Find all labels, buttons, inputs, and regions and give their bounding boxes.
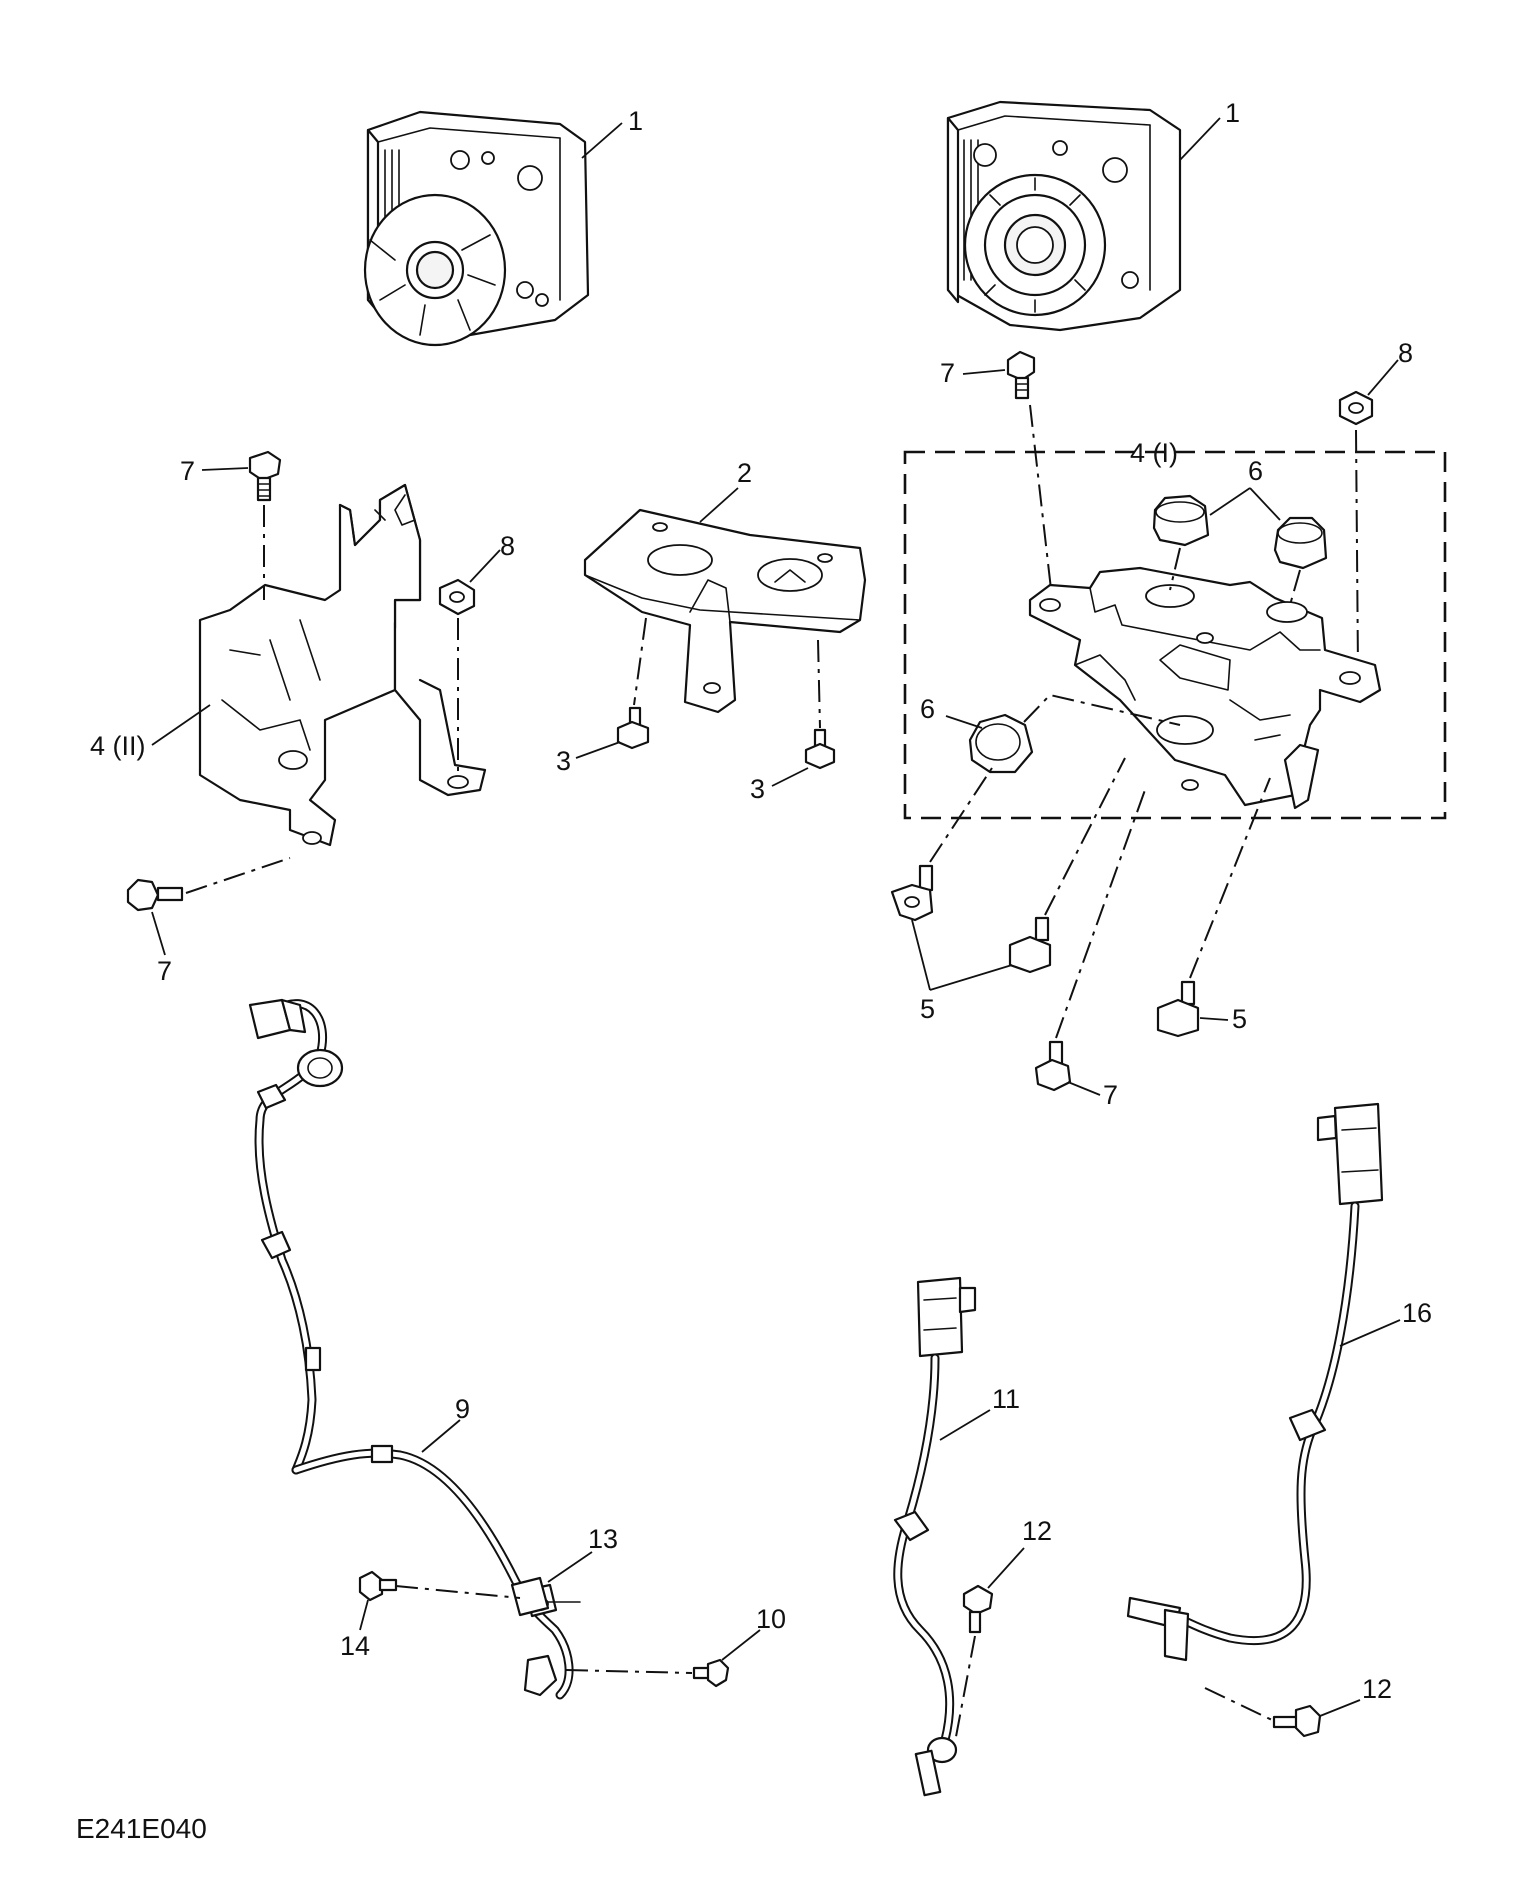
bush-6-top-right [1273, 516, 1328, 570]
callout-16: 16 [1402, 1298, 1432, 1328]
callout-4-ii: 4 (II) [90, 731, 146, 761]
bush-6-left [968, 713, 1034, 774]
callout-8-right: 8 [1398, 338, 1413, 368]
leader-9 [421, 1419, 461, 1453]
leader-12-right [1319, 1699, 1361, 1717]
leader-6-top-a [1209, 487, 1251, 516]
bolt-14 [358, 1570, 398, 1602]
bush-6-top-left [1152, 494, 1210, 547]
dash-12-right [1204, 1687, 1273, 1721]
dash-6-a [1169, 547, 1181, 591]
callout-12-right: 12 [1362, 1674, 1392, 1704]
dash-14 [395, 1585, 521, 1599]
callout-8-left: 8 [500, 531, 515, 561]
callout-7-b: 7 [157, 956, 172, 986]
bolt-7-b [126, 878, 184, 912]
dash-7-d [1055, 789, 1146, 1039]
callout-11: 11 [992, 1384, 1020, 1414]
stud-5-a [890, 864, 934, 922]
callout-14: 14 [340, 1631, 370, 1661]
leader-3-left [575, 741, 621, 759]
bolt-7-a [248, 450, 282, 502]
dash-7-c [1029, 404, 1053, 599]
bolt-12-right [1272, 1704, 1322, 1738]
stud-5-b [1008, 916, 1052, 974]
sensor-11 [893, 1276, 977, 1797]
leader-1-left [581, 122, 623, 159]
dash-3-right [817, 639, 821, 729]
leader-11 [939, 1409, 991, 1441]
bracket-4-i [1028, 566, 1382, 810]
callout-1-right: 1 [1225, 98, 1240, 128]
leader-10 [721, 1629, 761, 1661]
callout-7-a: 7 [180, 456, 195, 486]
leader-6-top-b [1249, 487, 1281, 521]
dash-6-left [1023, 693, 1181, 726]
leader-5-right [1199, 1017, 1229, 1021]
leader-12-middle [987, 1547, 1025, 1589]
leader-1-right [1179, 117, 1221, 161]
leader-14 [359, 1599, 369, 1631]
callout-5-left: 5 [920, 994, 935, 1024]
callout-2: 2 [737, 458, 752, 488]
callout-1-left: 1 [628, 106, 643, 136]
dash-10 [565, 1669, 693, 1674]
bolt-12-middle [962, 1584, 994, 1634]
bolt-3-right [804, 728, 836, 770]
leader-8-right [1367, 359, 1399, 396]
callout-6-top: 6 [1248, 456, 1263, 486]
callout-10: 10 [756, 1604, 786, 1634]
callout-3-right: 3 [750, 774, 765, 804]
callout-3-left: 3 [556, 746, 571, 776]
leader-6-left [945, 715, 983, 729]
leader-16 [1339, 1319, 1401, 1347]
callout-7-c: 7 [940, 358, 955, 388]
callout-4-i: 4 (I) [1130, 438, 1178, 468]
callout-5-right: 5 [1232, 1004, 1247, 1034]
bracket-13 [510, 1576, 581, 1617]
dash-5-c [1189, 777, 1271, 979]
leader-13 [547, 1551, 593, 1583]
nut-8-left [438, 578, 476, 616]
dash-5-a [929, 767, 993, 863]
callout-9: 9 [455, 1394, 470, 1424]
leader-8-left [469, 549, 501, 583]
bolt-7-c [1006, 350, 1036, 400]
dash-12-middle [954, 1635, 976, 1743]
sensor-16 [1126, 1102, 1384, 1662]
callout-13: 13 [588, 1524, 618, 1554]
nut-8-right [1338, 390, 1374, 426]
callout-12-middle: 12 [1022, 1516, 1052, 1546]
dash-7-b [185, 857, 291, 894]
callout-7-d: 7 [1103, 1080, 1118, 1110]
leader-7-a [201, 467, 249, 471]
dash-3-left [633, 617, 647, 706]
leader-7-c [962, 369, 1006, 375]
dash-5-b [1044, 757, 1126, 916]
leader-5-left-a [911, 919, 931, 991]
dash-6-b [1289, 569, 1301, 606]
abs-modulator-left [363, 110, 590, 347]
callout-6-left: 6 [920, 694, 935, 724]
bolt-3-left [616, 706, 650, 750]
leader-7-b [151, 911, 166, 956]
bracket-4-ii [198, 483, 487, 847]
abs-modulator-right [946, 100, 1182, 332]
bracket-2 [583, 508, 867, 714]
leader-3-right [771, 767, 809, 787]
leader-2 [699, 487, 739, 523]
leader-7-d [1067, 1081, 1101, 1096]
sensor-harness-9 [248, 998, 574, 1700]
dash-8-right [1355, 429, 1359, 671]
bolt-7-d [1034, 1040, 1072, 1092]
box-4-i [903, 450, 1447, 820]
leader-4-ii [151, 704, 211, 746]
bolt-10 [692, 1658, 730, 1688]
leader-5-left-b [929, 964, 1013, 991]
reference-code: E241E040 [76, 1813, 207, 1844]
stud-5-c [1156, 980, 1200, 1038]
